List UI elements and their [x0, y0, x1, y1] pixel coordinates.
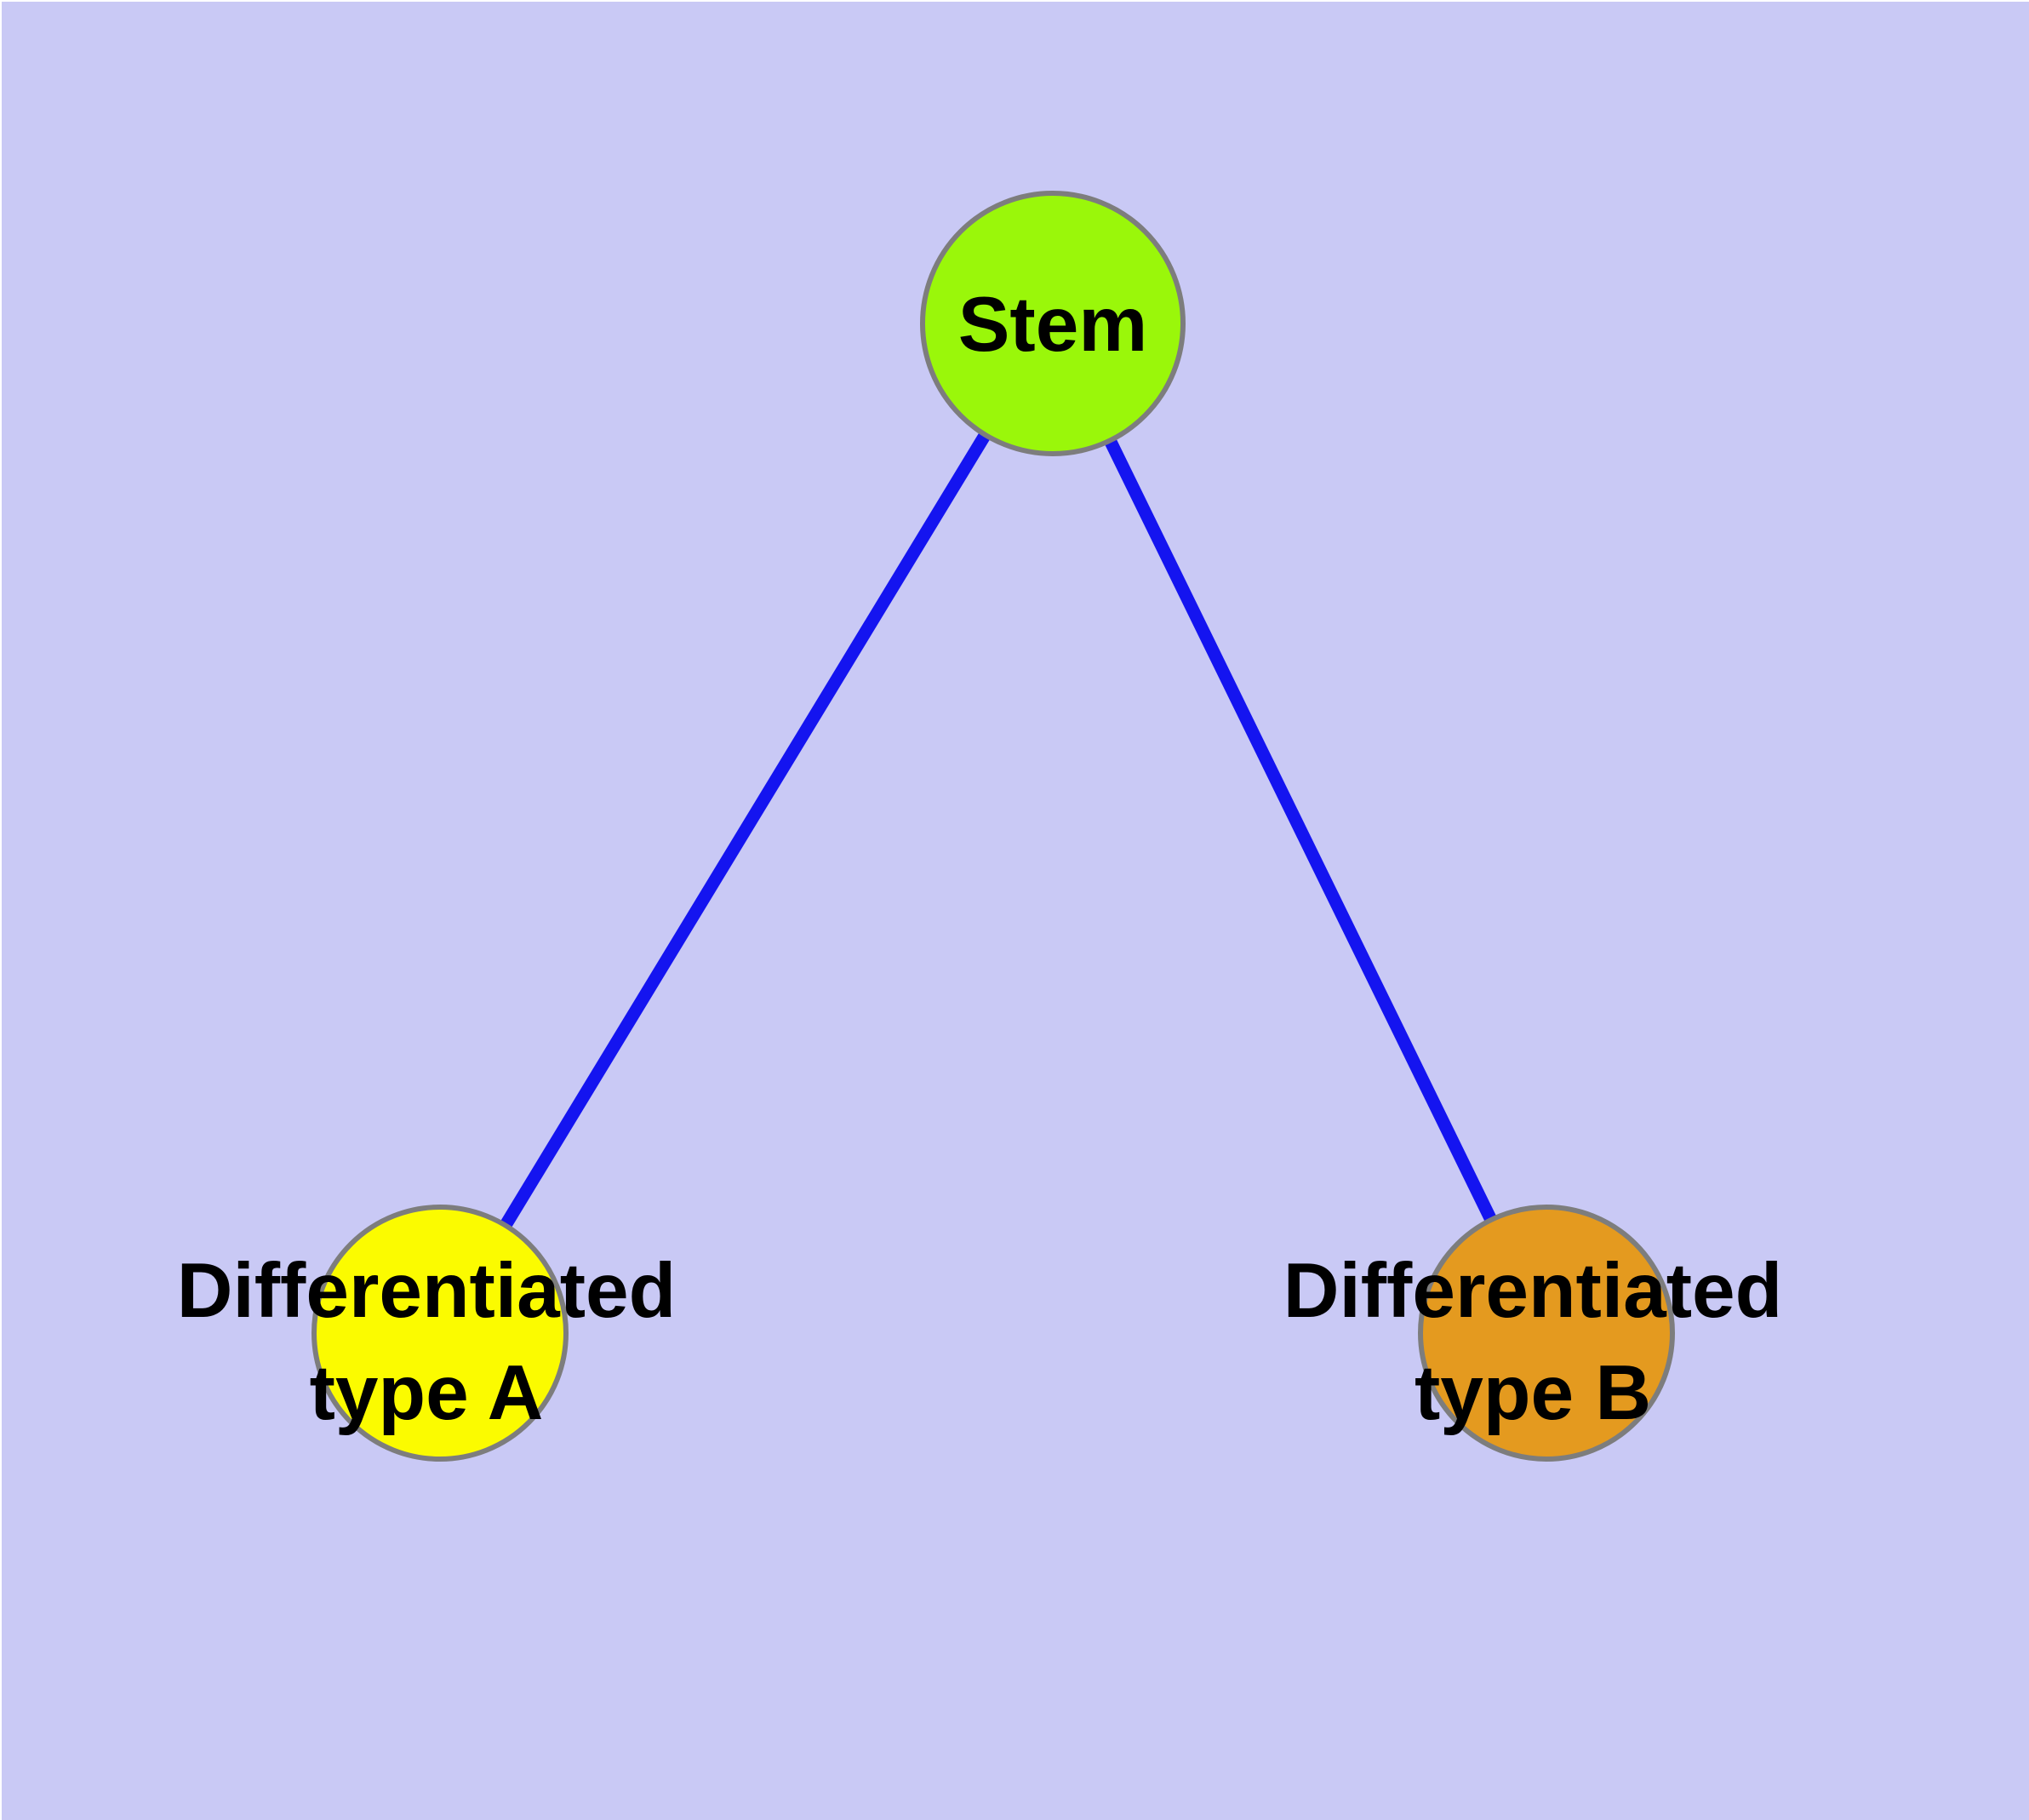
node-type-a: Differentiated type A: [177, 1205, 677, 1462]
node-type-b-label-line2: type B: [1415, 1350, 1651, 1436]
node-type-a-label-line2: type A: [310, 1350, 544, 1436]
node-stem: Stem: [920, 191, 1186, 456]
node-stem-circle: [920, 191, 1186, 456]
edge-stem-to-type-b: [1047, 320, 1552, 1336]
edge-stem-to-type-a: [434, 320, 1059, 1336]
node-type-a-circle: [311, 1205, 569, 1462]
node-type-a-label-line1: Differentiated: [177, 1248, 677, 1334]
node-stem-label: Stem: [958, 282, 1148, 368]
node-type-b-label-line1: Differentiated: [1283, 1248, 1783, 1334]
node-type-b: Differentiated type B: [1283, 1205, 1783, 1462]
node-type-b-circle: [1418, 1205, 1675, 1462]
